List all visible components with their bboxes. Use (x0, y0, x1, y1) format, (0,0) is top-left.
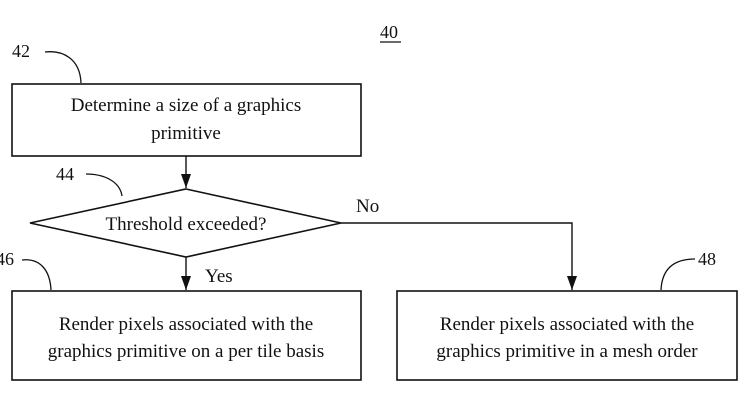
leader-44 (85, 173, 123, 197)
yes-label: Yes (205, 266, 233, 287)
step-box-mesh-order (396, 290, 738, 381)
leader-42 (44, 51, 82, 84)
step-42-line-1: Determine a size of a graphics (71, 95, 302, 116)
ref-46: 46 (0, 249, 14, 269)
leader-48 (660, 258, 696, 291)
arrowhead-icon (567, 276, 577, 290)
leader-46 (21, 259, 52, 291)
figure-number: 40 (380, 22, 398, 42)
ref-48: 48 (698, 249, 716, 269)
step-48-line-1: Render pixels associated with the (440, 314, 694, 335)
arrowhead-icon (181, 174, 191, 188)
step-box-per-tile (11, 290, 362, 381)
step-46-line-2: graphics primitive on a per tile basis (48, 341, 324, 362)
no-label: No (356, 196, 379, 217)
arrow-no (341, 222, 573, 290)
step-42-line-2: primitive (151, 123, 221, 144)
arrowhead-icon (181, 276, 191, 290)
step-48-line-2: graphics primitive in a mesh order (436, 341, 698, 362)
decision-label: Threshold exceeded? (106, 214, 267, 235)
step-46-line-1: Render pixels associated with the (59, 314, 313, 335)
ref-44: 44 (56, 164, 74, 184)
ref-42: 42 (12, 41, 30, 61)
